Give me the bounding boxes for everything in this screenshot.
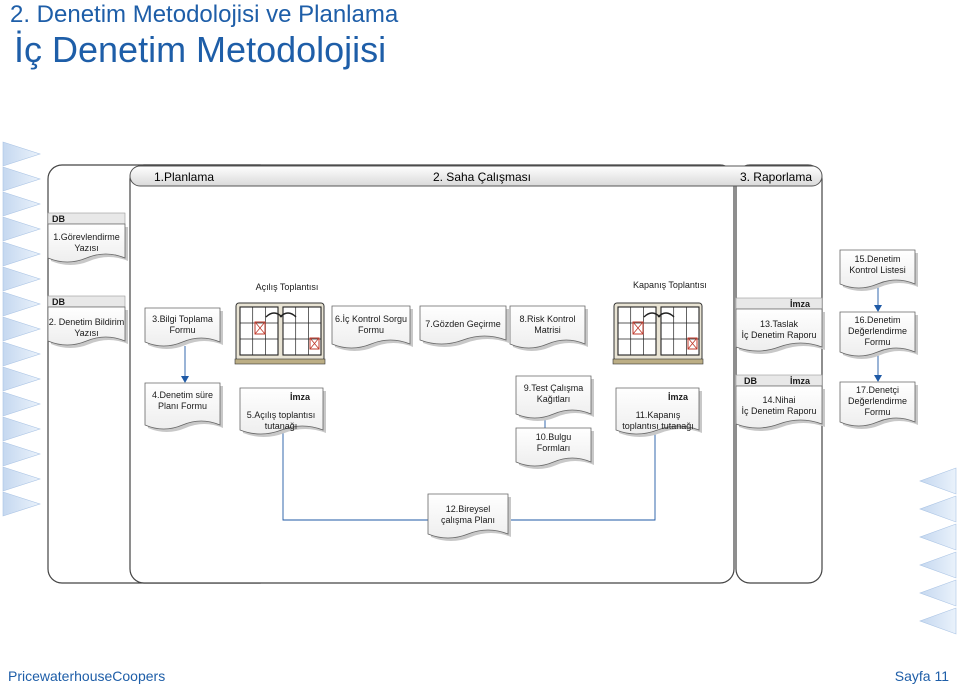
- chevron-shape: [2, 241, 41, 267]
- document-label: 2. Denetim Bildirim: [49, 317, 125, 327]
- document-label: 8.Risk Kontrol: [519, 314, 575, 324]
- db-tag: DB: [744, 376, 757, 386]
- lane-raporlama: [735, 164, 823, 584]
- document-label: 3.Bilgi Toplama: [152, 314, 213, 324]
- document-label: 13.Taslak: [760, 319, 799, 329]
- document-label: Yazısı: [74, 328, 98, 338]
- document-label: 17.Denetçi: [856, 385, 899, 395]
- document-11-kapanis-tutanagi: [615, 387, 702, 437]
- chevron-shape: [919, 579, 957, 607]
- left-chevron-decoration: [2, 141, 41, 517]
- document-11-label: 11.Kapanış: [636, 410, 681, 420]
- document-label: Yazısı: [74, 243, 98, 253]
- chevron-shape: [2, 341, 41, 367]
- chevron-shape: [919, 467, 957, 495]
- phase-label-raporlama: 3. Raporlama: [740, 170, 812, 184]
- document-label: Planı Formu: [158, 401, 207, 411]
- document-label: 1.Görevlendirme: [53, 232, 120, 242]
- document-label: 4.Denetim süre: [152, 390, 213, 400]
- chevron-shape: [919, 523, 957, 551]
- chevron-shape: [2, 216, 41, 242]
- phase-header-bar: [129, 165, 823, 187]
- chevron-shape: [919, 607, 957, 635]
- db-tag: DB: [52, 297, 65, 307]
- signature-tag-5: İmza: [290, 392, 311, 402]
- document-label: 14.Nihai: [762, 395, 795, 405]
- document-label: Kontrol Listesi: [849, 265, 906, 275]
- document-label: 15.Denetim: [854, 254, 900, 264]
- document-7-gozden-gecirme: 7.Gözden Geçirme: [419, 305, 509, 347]
- chevron-shape: [2, 291, 41, 317]
- meeting-closing-label: Kapanış Toplantısı: [633, 280, 707, 290]
- meeting-opening-label: Açılış Toplantısı: [256, 282, 319, 292]
- phase-label-saha: 2. Saha Çalışması: [433, 170, 531, 184]
- signature-tag: İmza: [790, 299, 811, 309]
- chevron-shape: [2, 416, 41, 442]
- connector-line: [508, 432, 656, 521]
- chevron-shape: [2, 441, 41, 467]
- document-label: Formu: [864, 407, 890, 417]
- document-label: İç Denetim Raporu: [741, 330, 816, 340]
- document-label: Formu: [864, 337, 890, 347]
- document-label: Değerlendirme: [848, 326, 907, 336]
- page-title: İç Denetim Metodolojisi: [14, 29, 387, 70]
- document-5-label: tutanağı: [265, 421, 298, 431]
- phase-label-planlama: 1.Planlama: [154, 170, 214, 184]
- document-label: İç Denetim Raporu: [741, 406, 816, 416]
- chevron-shape: [2, 166, 41, 192]
- document-label: 7.Gözden Geçirme: [425, 319, 501, 329]
- document-label: 16.Denetim: [854, 315, 900, 325]
- footer-company: PricewaterhouseCoopers: [8, 668, 166, 684]
- document-label: 6.İç Kontrol Sorgu: [335, 314, 407, 324]
- binder-image-closing: [612, 302, 704, 365]
- document-label: 10.Bulgu: [536, 432, 572, 442]
- footer-page-number: Sayfa 11: [894, 668, 949, 684]
- document-label: Değerlendirme: [848, 396, 907, 406]
- chevron-shape: [2, 316, 41, 342]
- chevron-shape: [2, 366, 41, 392]
- chevron-shape: [2, 191, 41, 217]
- document-label: Matrisi: [534, 325, 561, 335]
- document-5-acilis-tutanagi: [239, 387, 326, 437]
- binder-image-opening: [234, 302, 326, 365]
- document-11-label: toplantısı tutanağı: [622, 421, 694, 431]
- chevron-shape: [2, 266, 41, 292]
- section-title: 2. Denetim Metodolojisi ve Planlama: [10, 1, 399, 28]
- lane-saha: [129, 164, 735, 584]
- chevron-shape: [2, 141, 41, 167]
- signature-tag: İmza: [790, 376, 811, 386]
- chevron-shape: [2, 491, 41, 517]
- db-tag: DB: [52, 214, 65, 224]
- document-label: Formu: [169, 325, 195, 335]
- right-chevron-decoration: [919, 467, 957, 635]
- chevron-shape: [2, 391, 41, 417]
- document-label: 9.Test Çalışma: [524, 383, 584, 393]
- signature-tag-11: İmza: [668, 392, 689, 402]
- chevron-shape: [919, 495, 957, 523]
- document-label: Kağıtları: [537, 394, 571, 404]
- connector-line: [282, 432, 428, 521]
- document-label: çalışma Planı: [441, 515, 495, 525]
- document-label: 12.Bireysel: [446, 504, 491, 514]
- chevron-shape: [2, 466, 41, 492]
- chevron-shape: [919, 551, 957, 579]
- document-label: Formu: [358, 325, 384, 335]
- document-label: Formları: [537, 443, 571, 453]
- document-5-label: 5.Açılış toplantısı: [247, 410, 316, 420]
